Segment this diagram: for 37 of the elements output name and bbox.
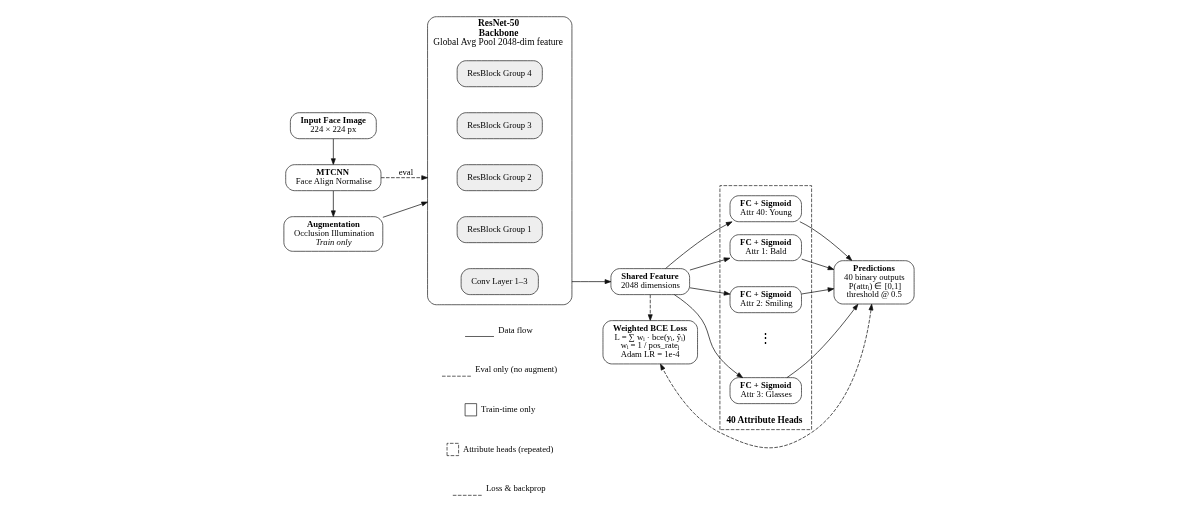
arrow bbox=[801, 258, 835, 271]
legend-label: Data flow bbox=[498, 324, 533, 335]
node-box: Weighted BCE Loss L = ∑ wᵢ · bce(yᵢ, ŷᵢ) wᵢ = 1 / pos_rateⱼ Adam LR = 1e-4 bbox=[602, 320, 698, 365]
legend-label: Attribute heads (repeated) bbox=[462, 443, 554, 454]
edge-label: eval bbox=[398, 167, 414, 178]
node-box: Input Face Image 224 × 224 px bbox=[290, 112, 377, 140]
node-box: FC + Sigmoid Attr 3: Glasses bbox=[729, 377, 802, 404]
node-box: ResBlock Group 1 bbox=[456, 216, 543, 243]
arrow bbox=[689, 287, 731, 296]
legend-label: Eval only (no augment) bbox=[475, 364, 558, 375]
node-box: FC + Sigmoid Attr 2: Smiling bbox=[729, 286, 802, 314]
node-box: Shared Feature 2048 dimensions bbox=[610, 268, 690, 295]
arrow bbox=[665, 221, 733, 269]
node-box: MTCNN Face Align Normalise bbox=[285, 164, 382, 192]
arrow bbox=[571, 279, 612, 284]
legend-label: Loss & backprop bbox=[486, 483, 546, 494]
arrow bbox=[660, 303, 874, 449]
arrow bbox=[801, 287, 835, 295]
legend-label: Train-time only bbox=[480, 404, 536, 415]
node-box: FC + Sigmoid Attr 1: Bald bbox=[729, 234, 802, 262]
arrow bbox=[786, 303, 859, 378]
arrow bbox=[689, 257, 731, 271]
node-box: ResBlock Group 2 bbox=[456, 164, 543, 192]
node-box: Conv Layer 1–3 bbox=[460, 268, 539, 295]
arrow bbox=[380, 175, 428, 181]
node-box: ResBlock Group 4 bbox=[456, 60, 543, 88]
node-box: Augmentation Occlusion Illumination Train only bbox=[283, 216, 384, 252]
arrow bbox=[382, 201, 428, 218]
node-box: ResBlock Group 3 bbox=[456, 112, 543, 140]
arrow bbox=[330, 138, 336, 165]
label: ⋮ bbox=[759, 329, 773, 345]
arrow bbox=[647, 294, 653, 321]
arrow bbox=[673, 294, 743, 378]
arrow bbox=[330, 190, 336, 217]
node-box: Predictions 40 binary outputs P(attrᵢ) ∈ [0,1] threshold @ 0.5 bbox=[833, 260, 915, 305]
node-box: FC + Sigmoid Attr 40: Young bbox=[729, 195, 802, 223]
arrow bbox=[799, 221, 853, 261]
